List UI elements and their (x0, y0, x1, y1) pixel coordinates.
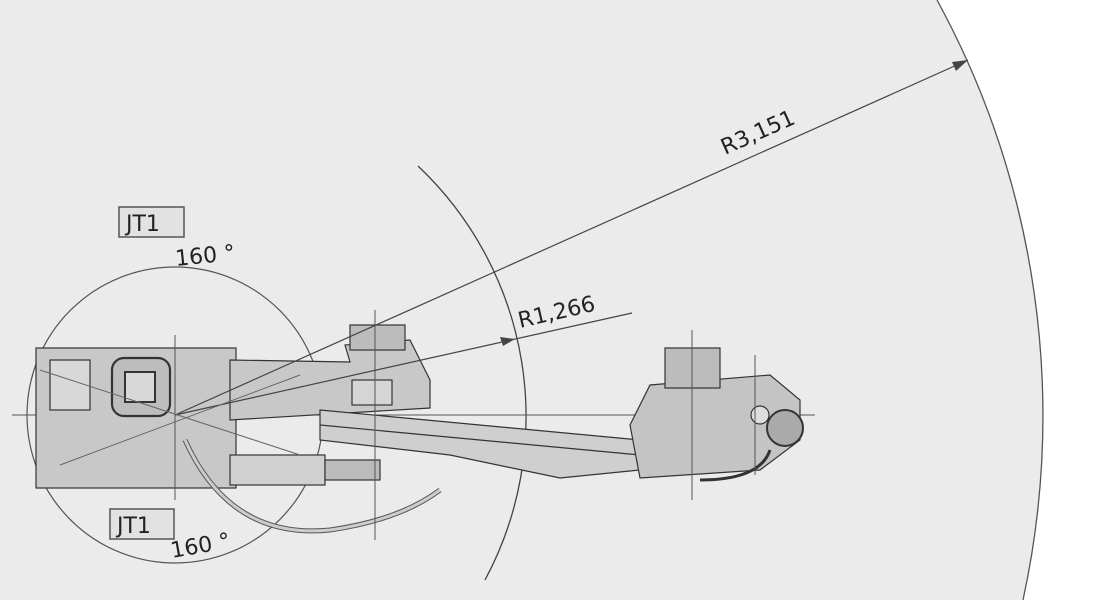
jt1-top-angle: 160 ° (174, 241, 236, 272)
jt1-top-label: JT1 (124, 212, 160, 237)
outer-reach-circle (936, 0, 1044, 600)
jt1-top-label-box (118, 206, 185, 238)
angle-limit-line (59, 374, 301, 466)
jt1-bottom-label-box (109, 508, 175, 540)
angle-limit-line (39, 369, 301, 456)
inner-reach-arc (417, 165, 527, 581)
axis-crosshairs (174, 310, 756, 540)
outer-radius-dimension-line (174, 59, 969, 416)
inner-radius-dimension-line (174, 312, 633, 416)
arrowhead-icon (500, 337, 515, 346)
arrowhead-icon (952, 60, 968, 71)
robot-arm (35, 324, 804, 534)
jt1-bottom-label: JT1 (115, 514, 151, 539)
